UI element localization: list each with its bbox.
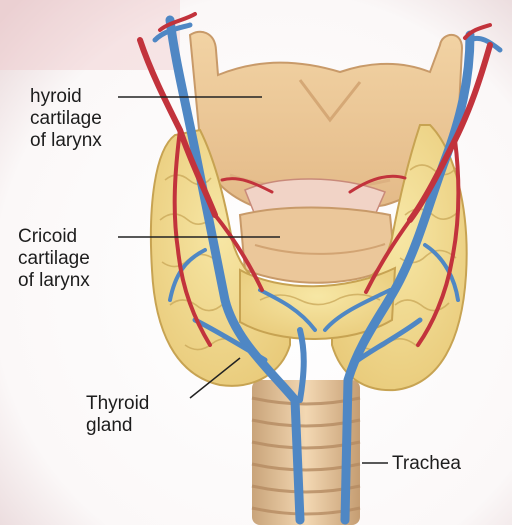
label-thyroid-gland-line-1: Thyroid: [86, 393, 149, 415]
label-thyroid-gland: Thyroid gland: [86, 393, 149, 437]
label-thyroid-gland-line-2: gland: [86, 415, 149, 437]
label-thyroid-cartilage-line-2: cartilage: [30, 108, 102, 130]
label-trachea: Trachea: [392, 453, 461, 475]
label-thyroid-cartilage-line-3: of larynx: [30, 130, 102, 152]
label-cricoid-line-1: Cricoid: [18, 226, 90, 248]
label-thyroid-cartilage: hyroid cartilage of larynx: [30, 86, 102, 152]
label-trachea-line-1: Trachea: [392, 453, 461, 475]
background-corner-tint: [0, 0, 180, 70]
label-cricoid-line-2: cartilage: [18, 248, 90, 270]
cricoid-cartilage: [240, 208, 395, 283]
label-cricoid-cartilage: Cricoid cartilage of larynx: [18, 226, 90, 292]
label-thyroid-cartilage-line-1: hyroid: [30, 86, 102, 108]
label-cricoid-line-3: of larynx: [18, 270, 90, 292]
